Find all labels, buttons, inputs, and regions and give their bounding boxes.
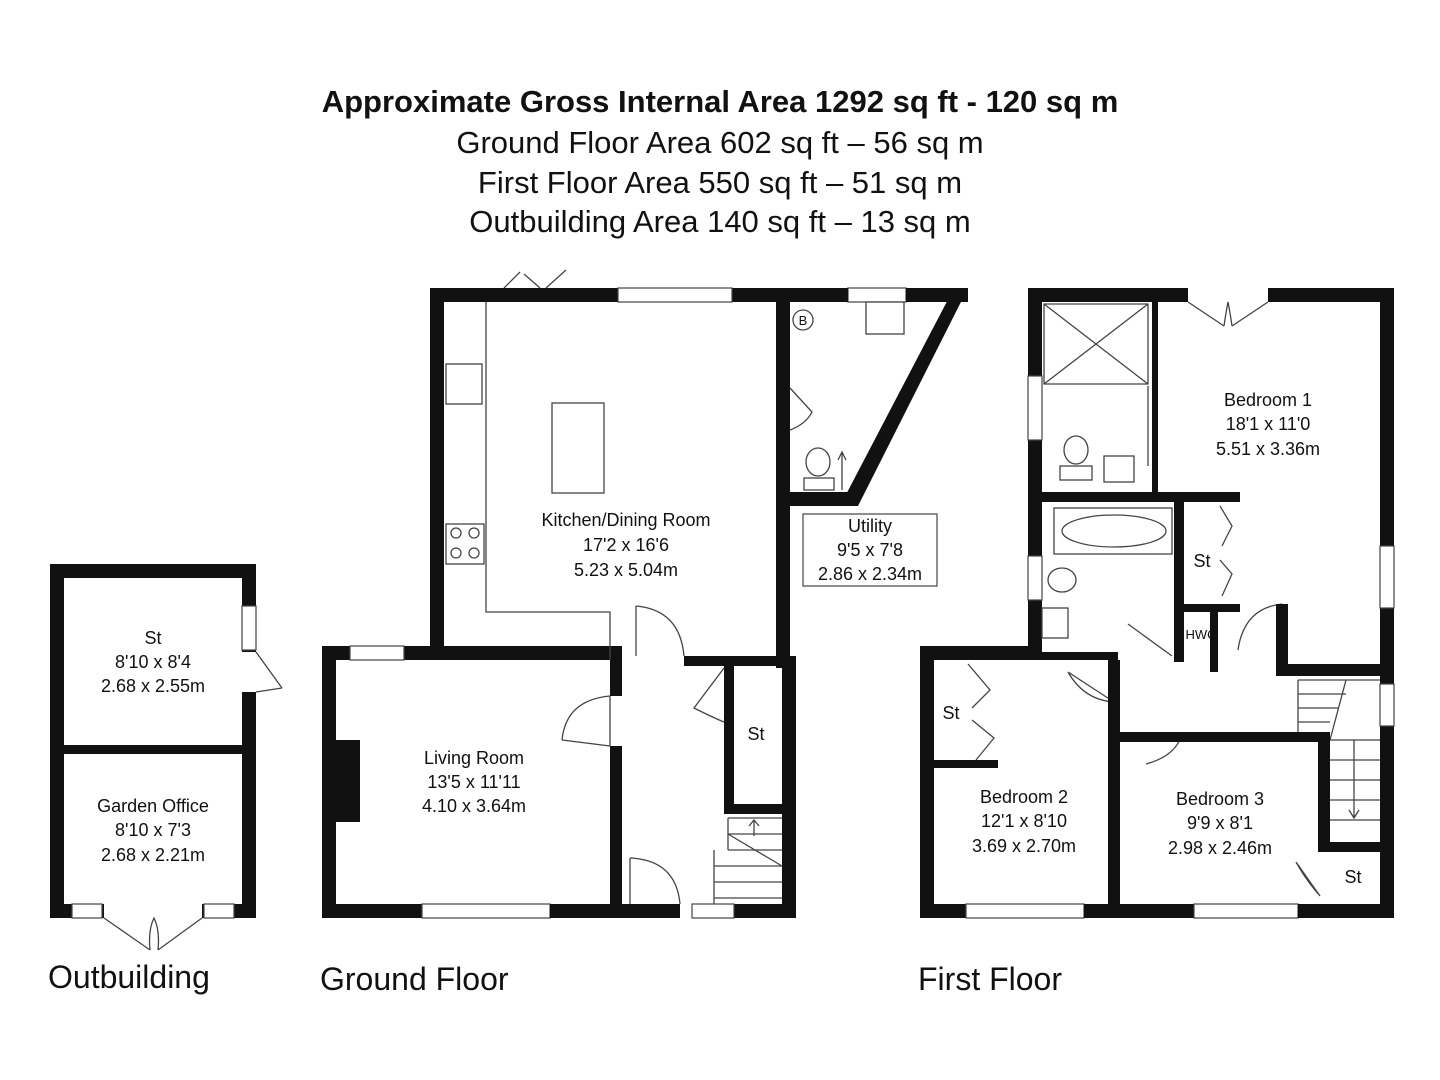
- ground-store-name: St: [747, 724, 764, 744]
- out-store-metric: 2.68 x 2.55m: [101, 676, 205, 696]
- boiler-label: B: [799, 313, 808, 328]
- first-store-b-name: St: [942, 703, 959, 723]
- first-floor-plan: [920, 288, 1395, 919]
- garden-office-imperial: 8'10 x 7'3: [115, 820, 191, 840]
- outbuilding-area: Outbuilding Area 140 sq ft – 13 sq m: [469, 204, 971, 239]
- first-store-a-name: St: [1193, 551, 1210, 571]
- labels: St 8'10 x 8'4 2.68 x 2.55m Garden Office…: [48, 390, 1362, 997]
- kitchen-imperial: 17'2 x 16'6: [583, 535, 669, 555]
- ground-floor-plan: B: [322, 269, 968, 919]
- living-name: Living Room: [424, 748, 524, 768]
- first-store-c-name: St: [1344, 867, 1361, 887]
- area-title: Approximate Gross Internal Area 1292 sq …: [321, 84, 1119, 119]
- bedroom3-name: Bedroom 3: [1176, 789, 1264, 809]
- bedroom1-imperial: 18'1 x 11'0: [1226, 414, 1311, 434]
- bedroom2-imperial: 12'1 x 8'10: [981, 811, 1067, 831]
- hwc-label: HWC: [1185, 627, 1216, 642]
- living-metric: 4.10 x 3.64m: [422, 796, 526, 816]
- bedroom1-name: Bedroom 1: [1224, 390, 1312, 410]
- ground-floor-area: Ground Floor Area 602 sq ft – 56 sq m: [456, 125, 984, 160]
- out-store-imperial: 8'10 x 8'4: [115, 652, 191, 672]
- outbuilding-floor-label: Outbuilding: [48, 959, 210, 995]
- bedroom2-name: Bedroom 2: [980, 787, 1068, 807]
- bedroom1-metric: 5.51 x 3.36m: [1216, 439, 1320, 459]
- bedroom3-imperial: 9'9 x 8'1: [1187, 813, 1253, 833]
- utility-name: Utility: [848, 516, 892, 536]
- garden-office-name: Garden Office: [97, 796, 209, 816]
- utility-metric: 2.86 x 2.34m: [818, 564, 922, 584]
- first-floor-area: First Floor Area 550 sq ft – 51 sq m: [477, 165, 963, 200]
- kitchen-metric: 5.23 x 5.04m: [574, 560, 678, 580]
- kitchen-name: Kitchen/Dining Room: [541, 510, 710, 530]
- garden-office-metric: 2.68 x 2.21m: [101, 845, 205, 865]
- out-store-name: St: [144, 628, 161, 648]
- bedroom2-metric: 3.69 x 2.70m: [972, 836, 1076, 856]
- bedroom3-metric: 2.98 x 2.46m: [1168, 838, 1272, 858]
- utility-imperial: 9'5 x 7'8: [837, 540, 903, 560]
- living-imperial: 13'5 x 11'11: [427, 772, 520, 792]
- outbuilding-plan: [50, 564, 283, 951]
- ground-floor-label: Ground Floor: [320, 961, 509, 997]
- first-floor-label: First Floor: [918, 961, 1062, 997]
